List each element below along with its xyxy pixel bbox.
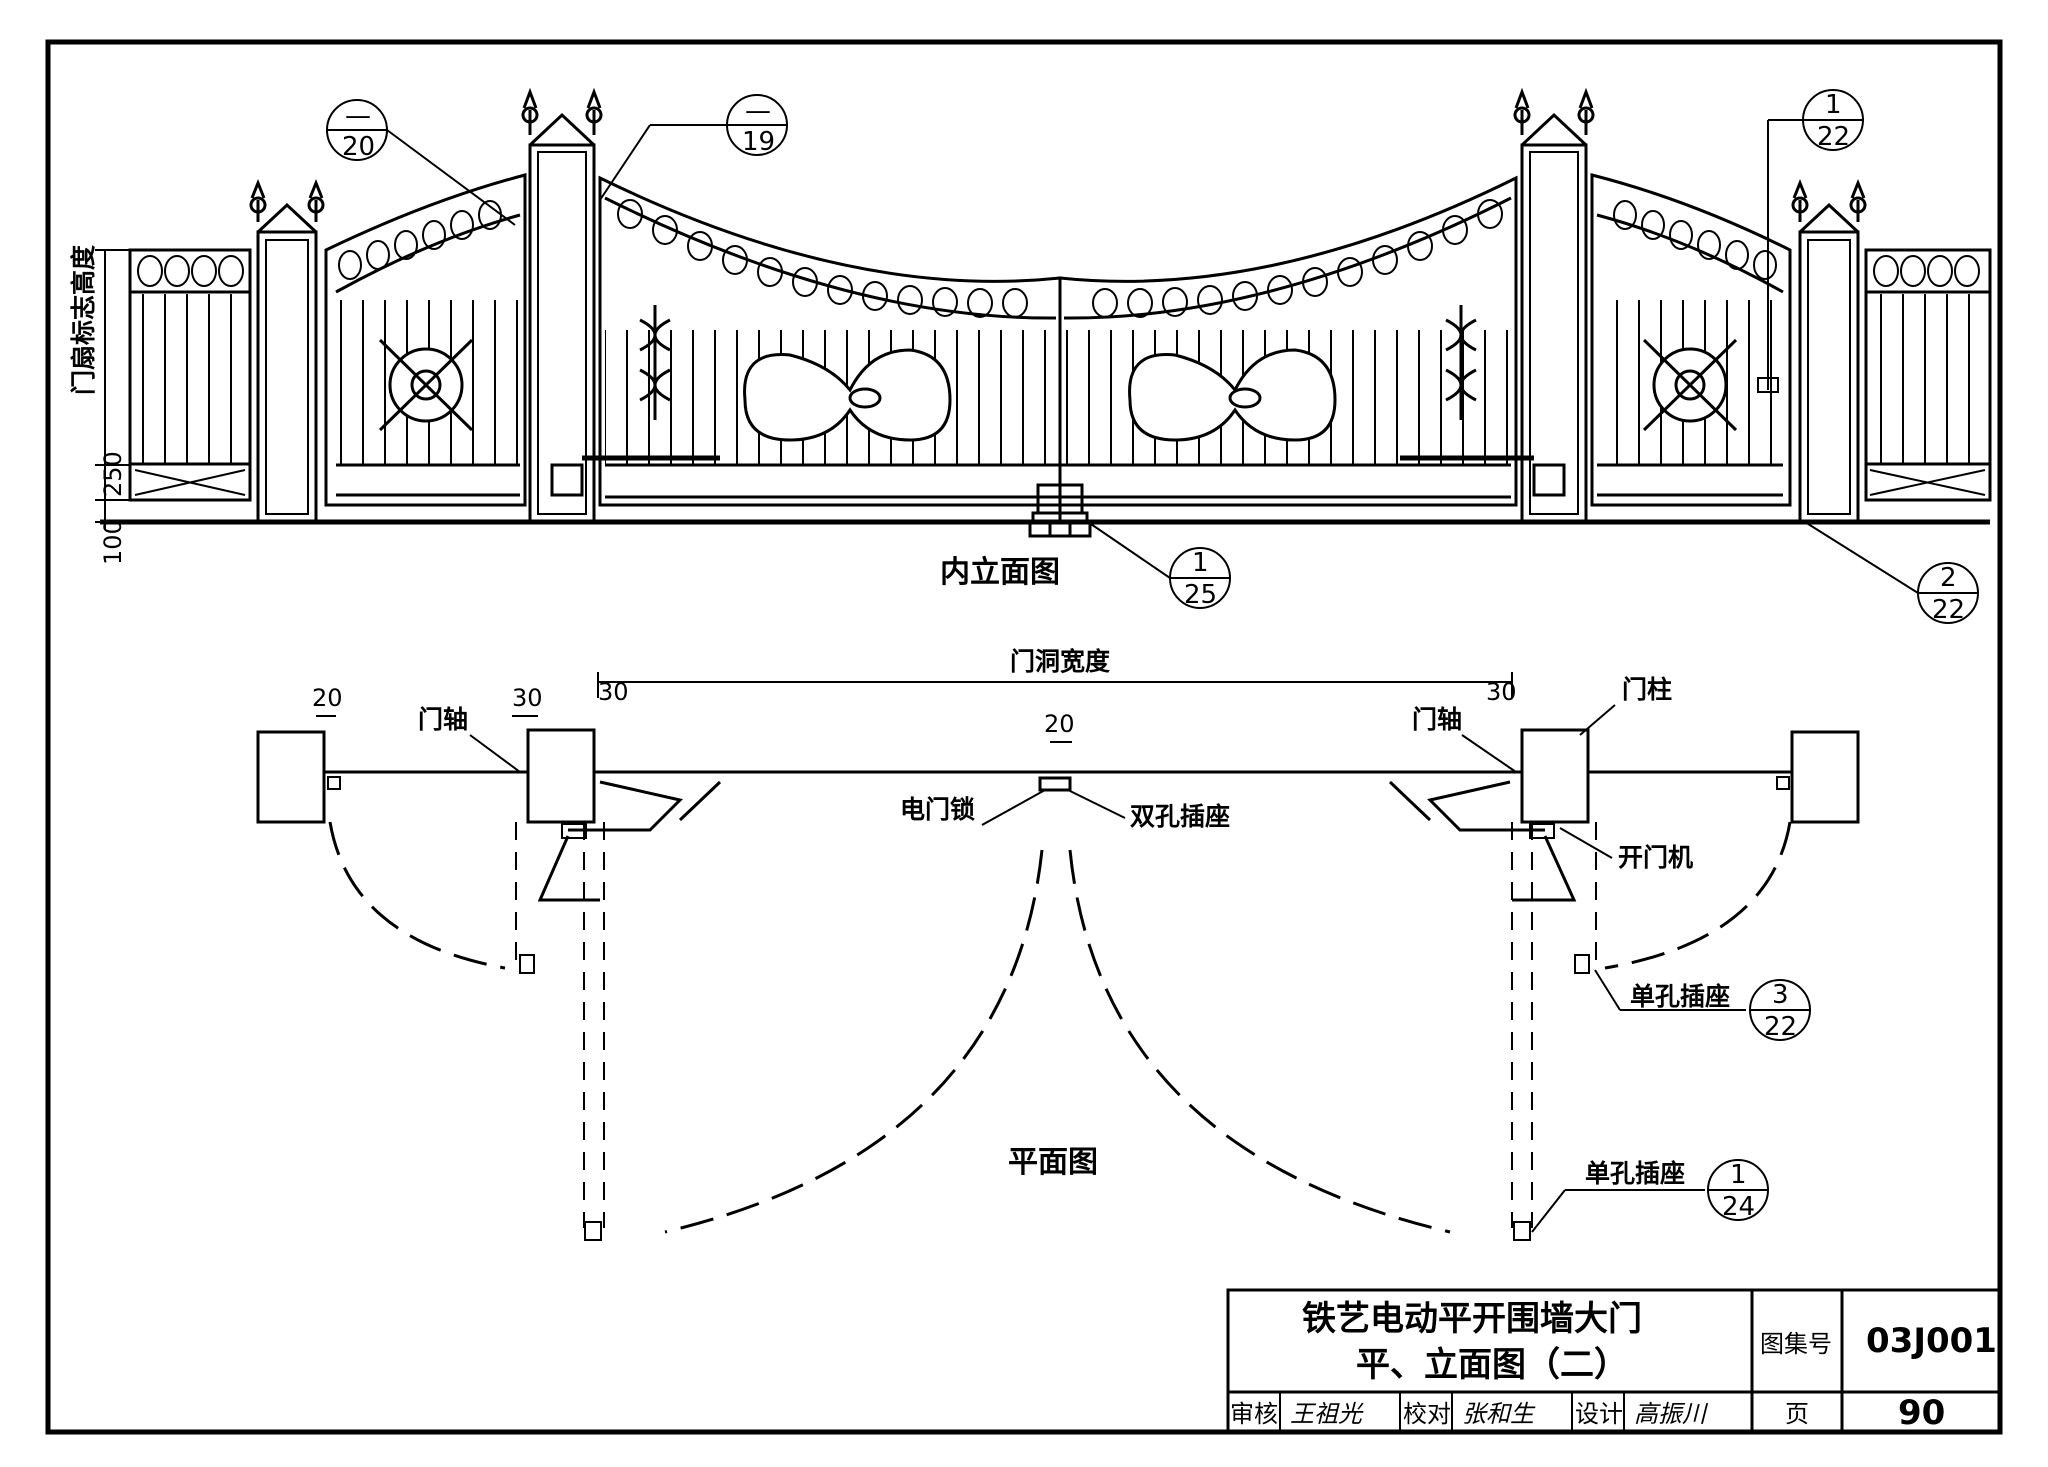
left-outer-ornament: [378, 338, 474, 432]
elevation-view: 门扇标志高度 250 100 内立面图 — 20 — 19 1 22: [69, 87, 1992, 625]
opener-left-elev: [550, 463, 584, 497]
dim-20-left: 20: [312, 684, 343, 712]
check-label: 校对: [1403, 1400, 1451, 1428]
right-outer-ornament: [1642, 338, 1738, 432]
right-small-post: [1791, 178, 1867, 524]
svg-text:22: 22: [1932, 595, 1965, 625]
svg-text:22: 22: [1764, 1012, 1797, 1042]
review-signature: 王祖光: [1290, 1400, 1364, 1428]
center-ornament-left: [639, 305, 952, 442]
page-number: 90: [1898, 1393, 1945, 1433]
dim-100: 100: [99, 519, 127, 565]
left-small-post: [249, 178, 325, 524]
svg-text:20: 20: [342, 132, 375, 162]
plan-double-socket: [1038, 776, 1072, 792]
svg-text:2: 2: [1940, 563, 1957, 593]
dim-30-left: 30: [512, 684, 543, 712]
check-signature: 张和生: [1462, 1400, 1536, 1428]
svg-text:1: 1: [1192, 548, 1209, 578]
dim-250: 250: [99, 451, 127, 497]
dim-30-inner-right: 30: [1486, 678, 1517, 706]
right-outer-leaf: [1590, 173, 1792, 507]
ref-single-socket-2: 1 24: [1707, 1159, 1769, 1222]
ref-right-post: 2 22: [1804, 521, 1979, 625]
left-outer-leaf: [324, 173, 527, 507]
svg-text:—: —: [345, 101, 371, 131]
svg-text:—: —: [745, 96, 771, 126]
height-label: 门扇标志高度: [69, 245, 98, 395]
svg-text:24: 24: [1722, 1192, 1755, 1222]
center-ornament-right: [1128, 305, 1477, 442]
svg-text:3: 3: [1772, 980, 1789, 1010]
label-post: 门柱: [1622, 675, 1672, 704]
title-block: 铁艺电动平开围墙大门 平、立面图（二） 图集号 03J001 审核 王祖光 校对…: [1226, 1288, 2002, 1434]
atlas-number: 03J001: [1866, 1321, 1997, 1361]
elevation-title: 内立面图: [940, 555, 1060, 590]
right-main-post: [1513, 87, 1595, 524]
dim-20-center: 20: [1044, 710, 1075, 738]
right-fence: [1864, 248, 1992, 502]
opener-right-elev: [1532, 463, 1566, 497]
label-hinge-right: 门轴: [1412, 705, 1462, 734]
label-hinge-left: 门轴: [418, 705, 468, 734]
plan-left-main-post: [526, 728, 596, 824]
plan-right-small-post: [1790, 730, 1860, 824]
plan-title: 平面图: [1008, 1145, 1098, 1180]
dim-30-inner-left: 30: [598, 678, 629, 706]
svg-text:1: 1: [1825, 90, 1842, 120]
label-lock: 电门锁: [900, 795, 975, 824]
ref-lock-base: 1 25: [1087, 521, 1231, 610]
height-dimension: 门扇标志高度 250 100: [69, 245, 130, 565]
left-main-post: [521, 87, 603, 524]
sheet-border: [45, 39, 2003, 1435]
design-label: 设计: [1575, 1400, 1623, 1428]
drawing-title-line1: 铁艺电动平开围墙大门: [1302, 1299, 1642, 1339]
svg-text:25: 25: [1184, 580, 1217, 610]
design-signature: 高振川: [1634, 1400, 1709, 1428]
ref-single-socket-1: 3 22: [1749, 979, 1811, 1042]
label-opener: 开门机: [1618, 843, 1693, 872]
review-label: 审核: [1230, 1400, 1278, 1428]
svg-text:1: 1: [1730, 1160, 1747, 1190]
page-label: 页: [1785, 1400, 1809, 1428]
label-double-socket: 双孔插座: [1130, 802, 1230, 831]
plan-view: 门洞宽度 30 30 20 30 20: [256, 647, 1860, 1241]
center-gate-leaves: [550, 175, 1566, 538]
left-fence: [128, 248, 252, 502]
ref-right-hinge: 1 22: [1757, 89, 1864, 393]
opening-width-label: 门洞宽度: [1010, 647, 1110, 676]
drawing-title-line2: 平、立面图（二）: [1356, 1345, 1628, 1385]
label-single-socket-2: 单孔插座: [1585, 1159, 1685, 1188]
label-single-socket-1: 单孔插座: [1630, 982, 1730, 1011]
svg-text:22: 22: [1817, 122, 1850, 152]
plan-left-small-post: [256, 730, 326, 824]
lock-base: [1028, 483, 1092, 538]
plan-right-main-post: [1520, 728, 1590, 824]
ref-left-gate: — 20: [326, 99, 516, 226]
atlas-label: 图集号: [1760, 1330, 1832, 1358]
ref-center-gate: — 19: [599, 94, 788, 201]
svg-text:19: 19: [742, 127, 775, 157]
